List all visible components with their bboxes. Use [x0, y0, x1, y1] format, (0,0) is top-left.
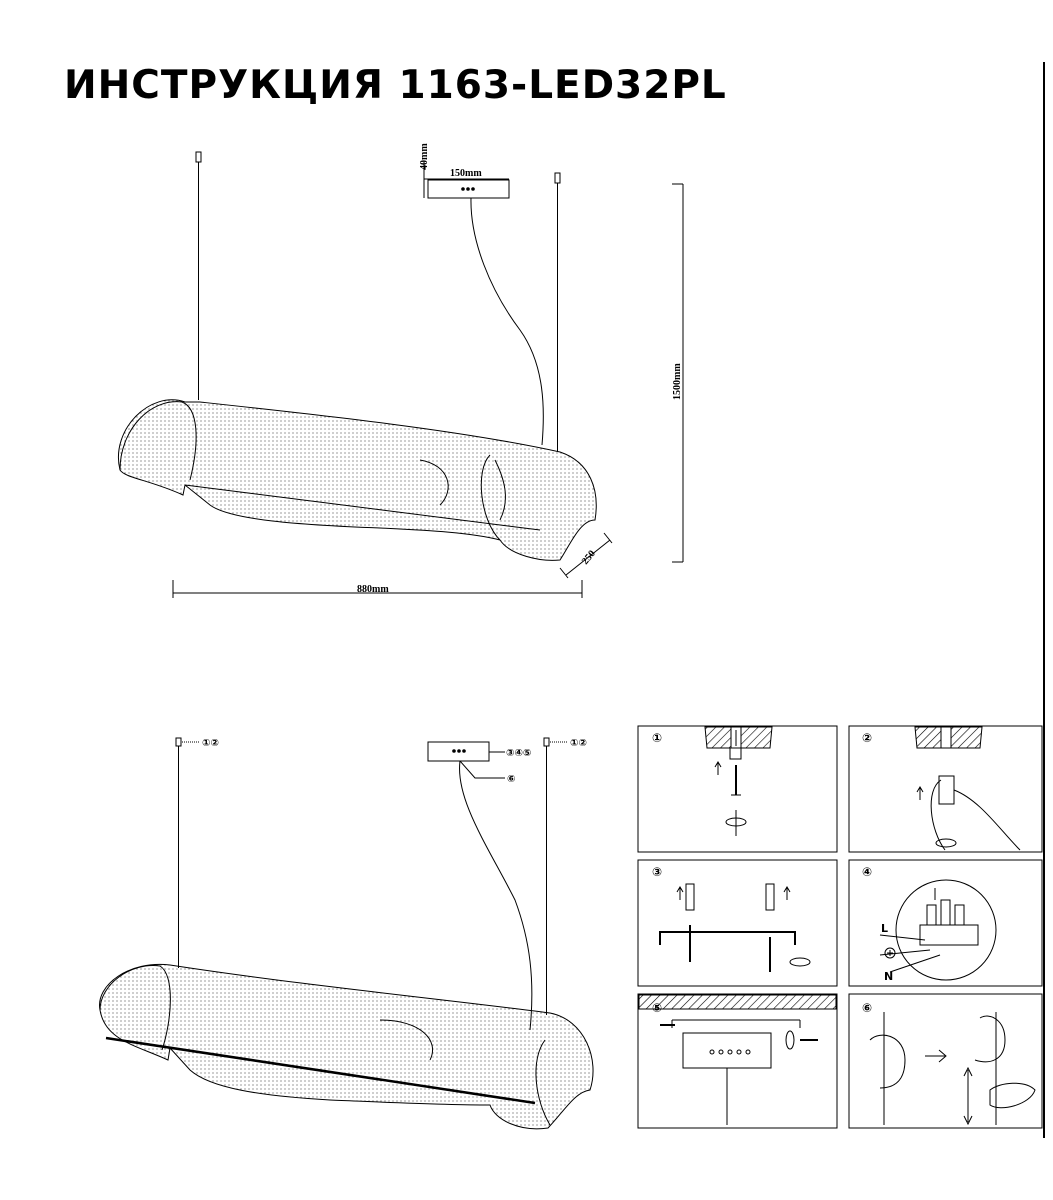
canopy-callout: ③④⑤ — [506, 748, 531, 759]
power-cable — [470, 197, 544, 446]
wire-clip-right-icon — [554, 172, 561, 184]
step-panel-4 — [848, 859, 1043, 987]
document-title: ИНСТРУКЦИЯ 1163-LED32PL — [64, 63, 727, 108]
lamp-shade — [118, 399, 597, 561]
step-3-number: ③ — [652, 865, 662, 879]
power-cable — [459, 760, 533, 1031]
hand-icon — [869, 1034, 906, 1089]
cable-callout: ⑥ — [507, 774, 515, 785]
page-border-line — [1043, 62, 1045, 1138]
rotate-arrow-icon — [789, 957, 811, 967]
step-panel-1 — [637, 725, 838, 853]
mounting-bracket-icon — [659, 931, 796, 945]
right-wire-callout: ①② — [570, 738, 587, 749]
canopy — [682, 1032, 772, 1069]
ceiling-hatch-icon — [638, 994, 837, 1010]
assembly-drawing — [99, 737, 594, 1130]
neutral-wire-label: N — [884, 970, 893, 983]
wire-clip-icon — [938, 775, 955, 805]
shade-end-arc — [119, 401, 197, 481]
live-wire-label: L — [881, 922, 888, 935]
step-panel-5 — [637, 993, 838, 1129]
length-label: 880mm — [357, 584, 389, 595]
step-2-number: ② — [862, 731, 872, 745]
wire-clip-left-icon — [195, 151, 202, 163]
hand-icon — [989, 1082, 1036, 1109]
canopy-height-label: 40mm — [419, 143, 430, 170]
terminal-block-icon — [895, 879, 997, 981]
left-wire-callout: ①② — [202, 738, 219, 749]
wire-clip-left-icon — [175, 737, 182, 747]
ground-icon — [884, 947, 896, 959]
step-1-number: ① — [652, 731, 662, 745]
arrow-right-icon — [925, 1049, 947, 1063]
lamp-shade — [99, 963, 594, 1130]
dowel-icon — [685, 883, 695, 911]
depth-dim-line — [565, 539, 611, 576]
hand-icon — [974, 1015, 1006, 1063]
step-4-number: ④ — [862, 865, 872, 879]
canopy — [427, 179, 510, 199]
wire-clip-right-icon — [543, 737, 550, 747]
lamp-overview-drawing — [118, 151, 684, 598]
step-6-number: ⑥ — [862, 1001, 872, 1015]
dowel-icon — [765, 883, 775, 911]
total-height-label: 1500mm — [672, 363, 683, 400]
step-5-number: ⑤ — [652, 1001, 662, 1015]
step-panel-2 — [848, 725, 1043, 853]
canopy-width-label: 150mm — [450, 168, 482, 179]
led-strip — [105, 1036, 536, 1105]
rotate-arrow-icon — [785, 1030, 795, 1050]
rotate-arrow-icon — [935, 838, 957, 848]
step-panel-6 — [848, 993, 1043, 1129]
dowel-icon — [729, 747, 742, 760]
step-panel-3 — [637, 859, 838, 987]
